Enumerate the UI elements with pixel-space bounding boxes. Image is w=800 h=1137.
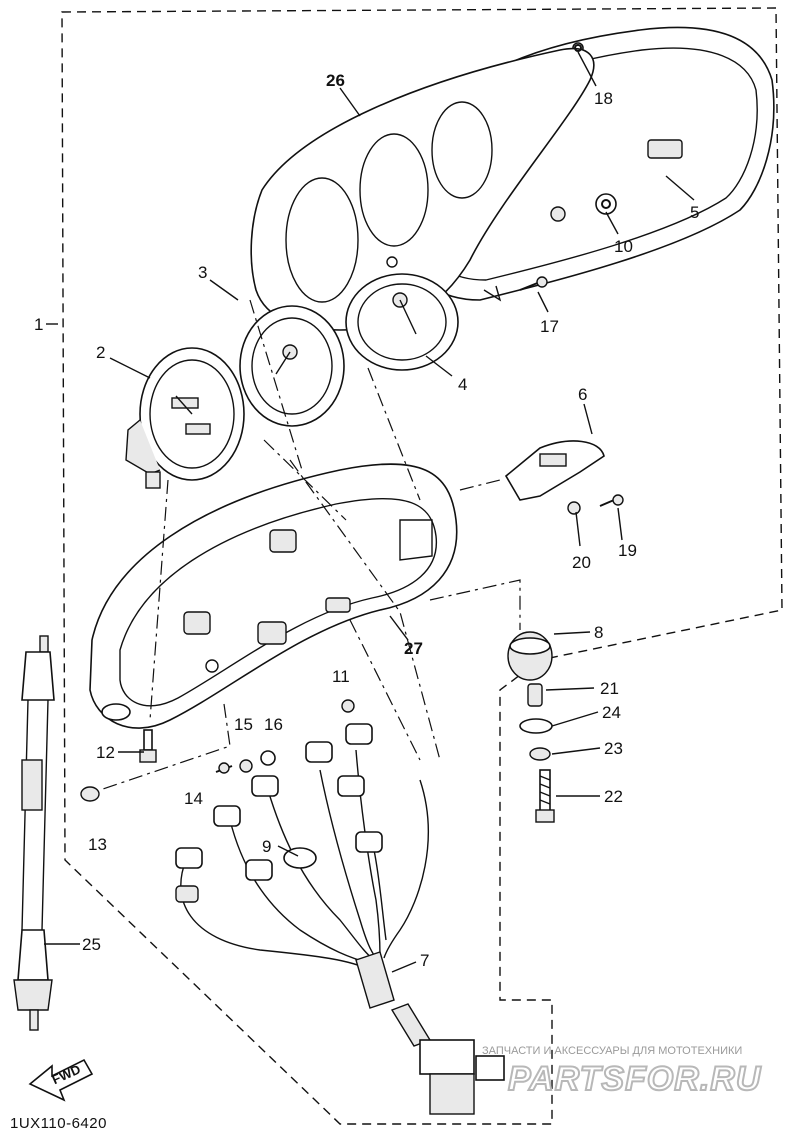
meter-face-panel [250, 47, 595, 331]
washer-16 [260, 750, 276, 766]
callout-16: 16 [264, 715, 283, 734]
callout-7: 7 [420, 951, 429, 970]
wire-harness [175, 723, 505, 1115]
spring-washer [529, 747, 551, 761]
callout-13: 13 [88, 835, 107, 854]
watermark-tagline: ЗАПЧАСТИ И АКСЕССУАРЫ ДЛЯ МОТОТЕХНИКИ [482, 1045, 742, 1057]
callout-1: 1 [34, 315, 43, 334]
callout-17: 17 [540, 317, 559, 336]
callout-21: 21 [600, 679, 619, 698]
screw-19 [599, 494, 624, 507]
screw-17 [519, 276, 548, 291]
screw-12 [139, 729, 157, 763]
callout-25: 25 [82, 935, 101, 954]
callout-12: 12 [96, 743, 115, 762]
callout-4: 4 [458, 375, 467, 394]
callout-2: 2 [96, 343, 105, 362]
screw-14 [215, 762, 233, 774]
nut-20 [567, 501, 581, 515]
collar [527, 683, 543, 707]
assembly-boundary [61, 7, 783, 1125]
callout-20: 20 [572, 553, 591, 572]
forward-direction-arrow: FWD [28, 1058, 94, 1102]
callout-6: 6 [578, 385, 587, 404]
callout-9: 9 [262, 837, 271, 856]
callout-14: 14 [184, 789, 203, 808]
callout-3: 3 [198, 263, 207, 282]
callout-24: 24 [602, 703, 621, 722]
lens-label-icon [647, 139, 683, 159]
screw-11 [341, 699, 355, 713]
mount-bolt [535, 769, 555, 823]
callout-19: 19 [618, 541, 637, 560]
callout-8: 8 [594, 623, 603, 642]
callout-11: 11 [332, 667, 350, 686]
washer-15 [239, 759, 253, 773]
washer-13 [80, 786, 100, 802]
fuel-temp-gauge [345, 273, 459, 371]
plain-washer [519, 718, 553, 734]
callout-10: 10 [614, 237, 633, 256]
watermark-brand: PARTSFOR.RU [508, 1060, 762, 1098]
callout-27: 27 [404, 639, 423, 658]
callout-22: 22 [604, 787, 623, 806]
screw-10 [601, 199, 611, 209]
callout-15: 15 [234, 715, 253, 734]
grommet [507, 631, 553, 681]
indicator-panel [504, 440, 605, 501]
part-code: 1UX110-6420 [10, 1115, 107, 1132]
meter-housing-case [89, 463, 458, 729]
callout-18: 18 [594, 89, 613, 108]
callout-26: 26 [326, 71, 345, 90]
speedometer-cable [13, 635, 55, 1031]
tachometer-gauge [239, 305, 345, 427]
speedometer-gauge [125, 347, 245, 489]
screw-18 [574, 44, 582, 52]
callout-5: 5 [690, 203, 699, 222]
callout-23: 23 [604, 739, 623, 758]
